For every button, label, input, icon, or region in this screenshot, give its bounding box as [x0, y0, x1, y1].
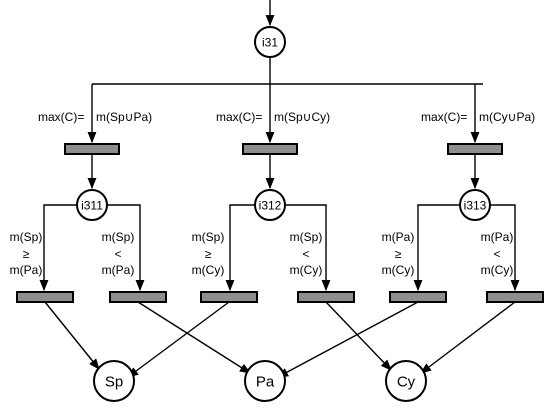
guard-middle-prefix: max(C)=: [216, 110, 262, 124]
svg-text:<: <: [493, 247, 500, 261]
place-cy: [385, 360, 427, 402]
transition-t9: [486, 291, 544, 303]
transition-t7: [297, 291, 355, 303]
transition-t8: [389, 291, 447, 303]
arc-i311-right: [107, 204, 145, 292]
place-pa: [244, 360, 286, 402]
arc-t7-cy: [325, 301, 392, 371]
place-i313-label: i313: [464, 199, 487, 213]
arc-i313-left: [413, 204, 460, 292]
condition-6: m(Pa) < m(Cy): [481, 230, 514, 277]
transition-t4: [16, 291, 74, 303]
svg-text:m(Sp): m(Sp): [290, 230, 323, 244]
transition-t2: [242, 143, 298, 155]
transition-t6: [200, 291, 258, 303]
arc-t6-sp: [127, 301, 230, 378]
svg-text:<: <: [302, 247, 309, 261]
arc-i312-left: [225, 204, 255, 292]
condition-4: m(Sp) < m(Cy): [290, 230, 323, 277]
condition-5: m(Pa) ≥ m(Cy): [382, 230, 415, 277]
place-sp-label: Sp: [105, 374, 123, 391]
svg-text:<: <: [114, 247, 121, 261]
condition-3: m(Sp) ≥ m(Cy): [192, 230, 225, 277]
guard-middle-value: m(Sp∪Cy): [274, 110, 330, 124]
svg-text:m(Sp): m(Sp): [192, 230, 225, 244]
svg-text:m(Pa): m(Pa): [481, 230, 514, 244]
place-i31-label: i31: [262, 36, 278, 50]
svg-text:m(Pa): m(Pa): [382, 230, 415, 244]
guard-left-prefix: max(C)=: [38, 110, 84, 124]
svg-text:≥: ≥: [23, 247, 30, 261]
condition-1: m(Sp) ≥ m(Pa): [10, 230, 43, 277]
svg-text:m(Cy): m(Cy): [290, 263, 323, 277]
place-i312-label: i312: [259, 199, 282, 213]
arc-t9-cy: [420, 301, 516, 374]
arc-i313-right: [490, 204, 520, 292]
arc-i312-right: [285, 204, 331, 292]
svg-text:m(Pa): m(Pa): [102, 263, 135, 277]
arc-t4-sp: [44, 301, 100, 370]
place-cy-label: Cy: [397, 374, 416, 391]
svg-text:m(Pa): m(Pa): [10, 263, 43, 277]
svg-text:m(Sp): m(Sp): [102, 230, 135, 244]
place-i311-label: i311: [81, 199, 103, 213]
transition-t3: [447, 143, 503, 155]
guard-left-value: m(Sp∪Pa): [96, 110, 152, 124]
svg-text:m(Cy): m(Cy): [481, 263, 514, 277]
transition-t5: [109, 291, 167, 303]
svg-text:m(Sp): m(Sp): [10, 230, 43, 244]
place-pa-label: Pa: [256, 374, 275, 391]
arc-i311-left: [39, 204, 77, 292]
guard-right-prefix: max(C)=: [421, 110, 467, 124]
svg-text:m(Cy): m(Cy): [192, 263, 225, 277]
condition-2: m(Sp) < m(Pa): [102, 230, 135, 277]
transition-t1: [64, 143, 120, 155]
place-sp: [93, 360, 135, 402]
arc-t8-pa: [277, 301, 419, 378]
guard-right-value: m(Cy∪Pa): [479, 110, 535, 124]
svg-text:≥: ≥: [395, 247, 402, 261]
arc-t5-pa: [137, 301, 251, 374]
svg-text:m(Cy): m(Cy): [382, 263, 415, 277]
svg-text:≥: ≥: [205, 247, 212, 261]
